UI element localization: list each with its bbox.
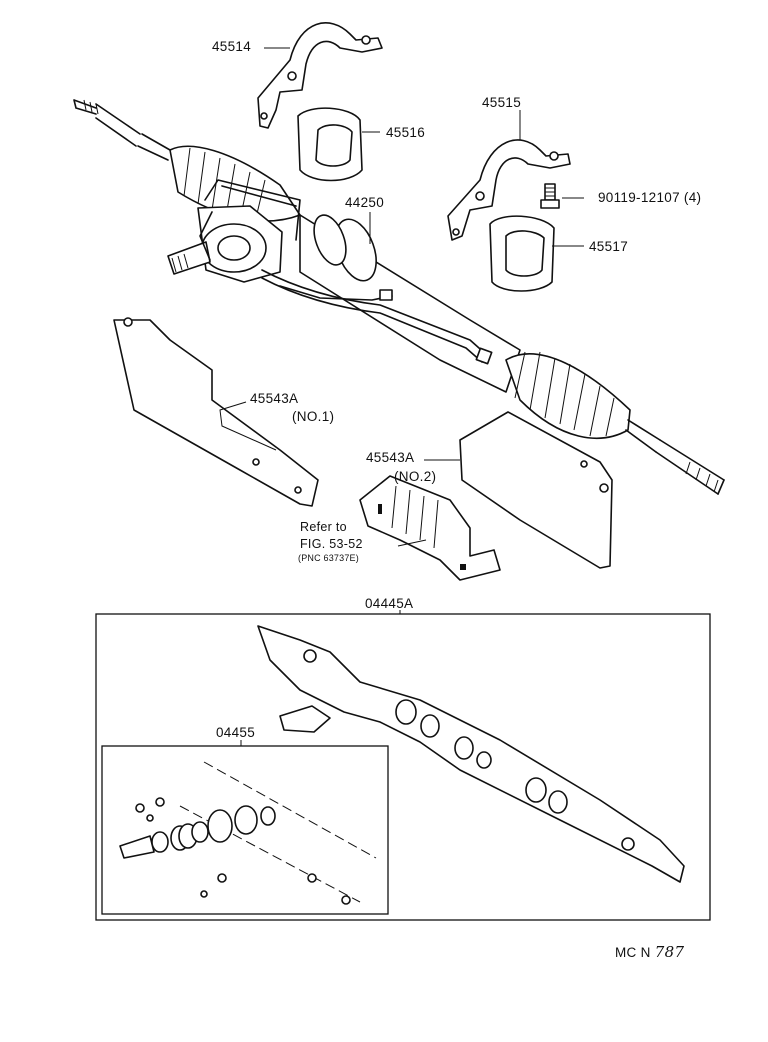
reference-bracket-fig-53-52: [359, 475, 501, 581]
part-number-04445a: 04445A: [365, 596, 414, 611]
shield-45543a-no1: [113, 317, 319, 507]
part-number-44250: 44250: [345, 195, 385, 210]
refer-to-label: Refer to: [300, 520, 347, 534]
catalog-code: MC N 787: [615, 945, 684, 960]
leader-lines: [219, 47, 584, 746]
kit-04455-box: [101, 745, 389, 915]
part-number-04455: 04455: [216, 725, 256, 740]
catalog-code-number: 787: [654, 943, 685, 961]
bracket-45515: [447, 139, 571, 241]
part-number-45543a-1-sub: (NO.1): [292, 409, 335, 424]
part-number-45514: 45514: [212, 39, 252, 54]
part-number-45517: 45517: [589, 239, 629, 254]
steering-rack-assembly: [73, 99, 725, 495]
bolt-90119: [540, 183, 560, 209]
grommet-45516: [297, 107, 363, 182]
part-number-45543a-1: 45543A: [250, 391, 299, 406]
grommet-45517: [489, 215, 555, 292]
figure-reference: FIG. 53-52: [300, 537, 363, 551]
part-number-45543a-2-sub: (NO.2): [394, 469, 437, 484]
part-number-90119-12107: 90119-12107 (4): [598, 190, 702, 205]
part-number-45515: 45515: [482, 95, 522, 110]
part-number-45516: 45516: [386, 125, 426, 140]
bracket-45514: [257, 22, 383, 129]
catalog-code-prefix: MC N: [615, 945, 651, 960]
pnc-reference: (PNC 63737E): [298, 553, 359, 563]
shield-45543a-no2: [459, 411, 613, 569]
part-number-45543a-2: 45543A: [366, 450, 415, 465]
kit-04445a-box: [95, 613, 711, 921]
